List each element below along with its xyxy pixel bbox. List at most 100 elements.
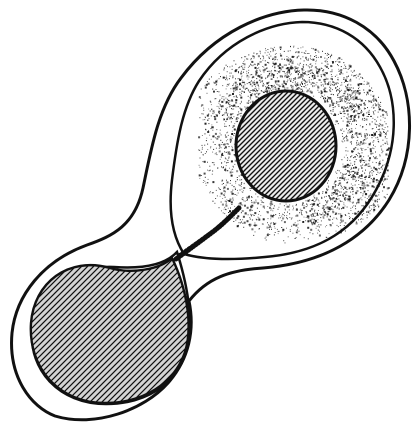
disk-speckle [308, 222, 309, 223]
disk-speckle [282, 59, 283, 60]
disk-speckle [218, 187, 219, 188]
disk-speckle [368, 160, 370, 161]
disk-speckle [223, 194, 224, 195]
disk-speckle [311, 48, 312, 49]
disk-speckle [369, 173, 370, 174]
disk-speckle [379, 123, 380, 124]
disk-speckle [347, 167, 349, 168]
disk-speckle [304, 237, 305, 238]
disk-speckle [342, 133, 343, 134]
disk-speckle [360, 133, 361, 134]
disk-speckle [297, 88, 299, 90]
disk-speckle [319, 203, 320, 204]
disk-speckle [296, 208, 297, 209]
disk-speckle [309, 66, 310, 67]
disk-speckle [247, 59, 248, 60]
disk-speckle [363, 213, 364, 214]
disk-speckle [224, 144, 226, 146]
disk-speckle [269, 207, 271, 209]
disk-speckle [307, 200, 309, 202]
disk-speckle [204, 134, 205, 135]
disk-speckle [348, 90, 349, 91]
disk-speckle [373, 145, 374, 146]
disk-speckle [382, 109, 384, 111]
disk-speckle [324, 209, 325, 210]
disk-speckle [263, 67, 264, 68]
disk-speckle [246, 107, 247, 108]
disk-speckle [377, 172, 378, 173]
disk-speckle [352, 207, 353, 208]
disk-speckle [332, 219, 333, 220]
disk-speckle [361, 181, 362, 182]
disk-speckle [354, 99, 355, 100]
disk-speckle [378, 168, 379, 169]
disk-speckle [304, 83, 305, 84]
disk-speckle [209, 118, 210, 119]
disk-speckle [278, 71, 279, 72]
disk-speckle [312, 75, 313, 77]
disk-speckle [277, 229, 278, 230]
disk-speckle [359, 74, 360, 75]
disk-speckle [346, 128, 347, 129]
disk-speckle [349, 216, 350, 217]
disk-speckle [338, 65, 339, 66]
disk-speckle [205, 129, 206, 130]
disk-speckle [289, 205, 290, 206]
disk-speckle [232, 77, 233, 78]
disk-speckle [346, 155, 347, 156]
disk-speckle [289, 213, 290, 214]
disk-speckle [361, 167, 362, 169]
disk-speckle [362, 165, 363, 166]
disk-speckle [313, 196, 314, 197]
disk-speckle [387, 194, 388, 195]
disk-speckle [326, 60, 327, 61]
disk-speckle [344, 91, 346, 93]
disk-speckle [353, 88, 354, 89]
disk-speckle [328, 180, 329, 181]
disk-speckle [372, 121, 373, 122]
disk-speckle [345, 98, 347, 100]
disk-speckle [330, 110, 331, 111]
disk-speckle [326, 78, 327, 79]
disk-speckle [379, 168, 380, 169]
disk-speckle [365, 149, 366, 150]
disk-speckle [217, 91, 218, 92]
disk-speckle [379, 199, 380, 200]
disk-speckle [235, 64, 236, 65]
disk-speckle [363, 103, 365, 104]
disk-speckle [212, 130, 213, 131]
disk-speckle [223, 183, 224, 184]
disk-speckle [308, 60, 309, 61]
disk-speckle [371, 209, 372, 210]
disk-speckle [327, 183, 328, 184]
disk-speckle [348, 87, 349, 88]
disk-speckle [355, 92, 356, 93]
disk-speckle [325, 204, 326, 205]
disk-speckle [331, 84, 332, 85]
disk-speckle [339, 99, 340, 100]
disk-speckle [221, 166, 222, 167]
disk-speckle [306, 59, 307, 60]
disk-speckle [313, 199, 314, 200]
disk-speckle [266, 240, 267, 241]
disk-speckle [385, 143, 386, 144]
disk-speckle [250, 190, 251, 191]
disk-speckle [229, 218, 230, 219]
disk-speckle [322, 191, 323, 192]
disk-speckle [305, 80, 306, 82]
disk-speckle [240, 185, 241, 186]
disk-speckle [349, 123, 350, 124]
disk-speckle [303, 75, 304, 77]
disk-speckle [348, 200, 349, 201]
disk-speckle [364, 84, 365, 85]
disk-speckle [289, 64, 290, 65]
disk-speckle [351, 75, 352, 76]
disk-speckle [246, 108, 247, 109]
disk-speckle [283, 219, 284, 220]
disk-speckle [226, 180, 227, 181]
disk-speckle [292, 62, 294, 64]
disk-speckle [363, 185, 364, 186]
disk-speckle [335, 205, 336, 207]
disk-speckle [252, 210, 253, 211]
disk-speckle [356, 154, 357, 155]
